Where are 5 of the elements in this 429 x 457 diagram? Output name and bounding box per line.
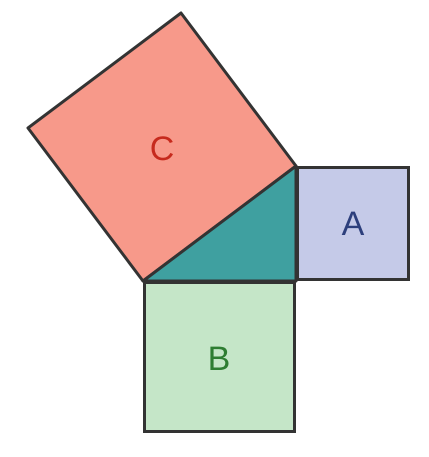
square [296,166,410,281]
side-label: B [208,342,230,376]
square [143,281,296,433]
side-label: C [150,132,174,166]
side-label: A [342,207,364,241]
